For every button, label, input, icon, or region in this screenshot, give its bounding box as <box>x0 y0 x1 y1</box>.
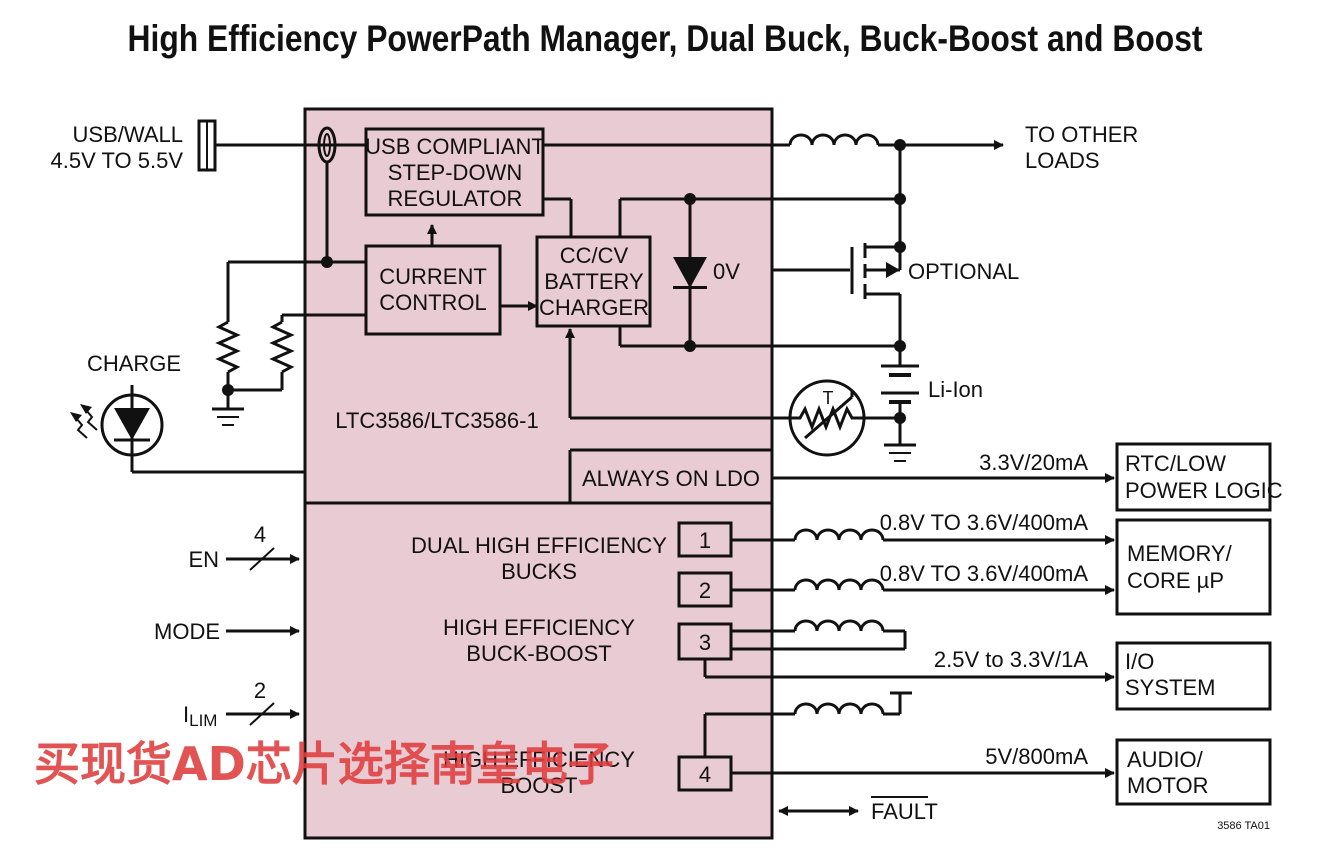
main-inductor <box>788 133 880 146</box>
load-rtc-box <box>1115 442 1272 512</box>
buck1-output-label: 0.8V TO 3.6V/400mA <box>880 510 1089 535</box>
regulator-label-2: STEP-DOWN <box>388 160 522 185</box>
ilim-label: ILIM <box>183 702 217 730</box>
other-loads-label-1: TO OTHER <box>1025 122 1138 147</box>
channel-4-label: 4 <box>699 762 711 787</box>
channel-4-box <box>677 755 733 792</box>
watermark: 买现货AD芯片选择南皇电子 <box>34 737 614 791</box>
figure-id: 3586 TA01 <box>1217 820 1270 832</box>
io-load-label-1: I/O <box>1125 649 1154 674</box>
memory-load-label-2: CORE µP <box>1127 568 1224 593</box>
bucks-label-2: BUCKS <box>501 559 577 584</box>
buckboost-output-label: 2.5V to 3.3V/1A <box>934 647 1088 672</box>
buck-boost-label-1: HIGH EFFICIENCY <box>443 615 635 640</box>
charger-label-3: CHARGER <box>539 295 649 320</box>
mode-label: MODE <box>154 619 220 644</box>
en-label: EN <box>188 547 219 572</box>
channel-2-box <box>677 571 733 608</box>
fault-label: FAULT <box>871 799 938 824</box>
memory-load-label-1: MEMORY/ <box>1127 541 1233 566</box>
channel-3-label: 3 <box>699 630 711 655</box>
boost-label-2: BOOST <box>500 773 577 798</box>
boost-output-label: 5V/800mA <box>985 744 1088 769</box>
other-loads-label-2: LOADS <box>1025 148 1100 173</box>
usb-label-line2: 4.5V TO 5.5V <box>51 148 184 173</box>
resistor-1 <box>215 320 241 374</box>
load-audio-box <box>1115 738 1272 806</box>
io-load-label-2: SYSTEM <box>1125 675 1215 700</box>
regulator-label-3: REGULATOR <box>388 186 523 211</box>
channel-1-box <box>677 521 733 558</box>
load-io-box <box>1115 641 1272 711</box>
en-bus-width: 4 <box>254 522 266 547</box>
channel-3-box <box>677 622 733 661</box>
rtc-load-label-2: POWER LOGIC <box>1125 478 1283 503</box>
ldo-output-label: 3.3V/20mA <box>979 450 1088 475</box>
charge-label: CHARGE <box>87 351 181 376</box>
bucks-label-1: DUAL HIGH EFFICIENCY <box>411 533 667 558</box>
charger-label-1: CC/CV <box>560 243 629 268</box>
resistor-2 <box>269 320 295 374</box>
buck2-output-label: 0.8V TO 3.6V/400mA <box>880 561 1089 586</box>
ilim-bus-width: 2 <box>254 678 266 703</box>
battery-label: Li-Ion <box>928 377 983 402</box>
page-title: High Efficiency PowerPath Manager, Dual … <box>127 18 1203 59</box>
audio-load-label-1: AUDIO/ <box>1127 747 1204 772</box>
regulator-block <box>364 127 545 217</box>
channel-1-label: 1 <box>699 528 711 553</box>
thermistor-label: T <box>823 388 834 408</box>
ldo-label: ALWAYS ON LDO <box>582 466 760 491</box>
charger-label-2: BATTERY <box>544 269 644 294</box>
usb-label-line1: USB/WALL <box>73 122 183 147</box>
current-control-label-1: CURRENT <box>379 264 487 289</box>
current-control-label-2: CONTROL <box>379 290 487 315</box>
load-memory-box <box>1115 518 1272 616</box>
regulator-label-1: USB COMPLIANT <box>365 134 545 159</box>
boost-label-1: HIGH EFFICIENCY <box>443 747 635 772</box>
optional-label: OPTIONAL <box>908 259 1019 284</box>
part-number-label: LTC3586/LTC3586-1 <box>335 408 538 433</box>
audio-load-label-2: MOTOR <box>1127 773 1208 798</box>
rtc-load-label-1: RTC/LOW <box>1125 451 1226 476</box>
charger-block <box>535 235 652 328</box>
current-control-block <box>364 244 502 336</box>
buck-boost-label-2: BUCK-BOOST <box>466 641 611 666</box>
diode-voltage-label: 0V <box>713 259 740 284</box>
channel-2-label: 2 <box>699 578 711 603</box>
